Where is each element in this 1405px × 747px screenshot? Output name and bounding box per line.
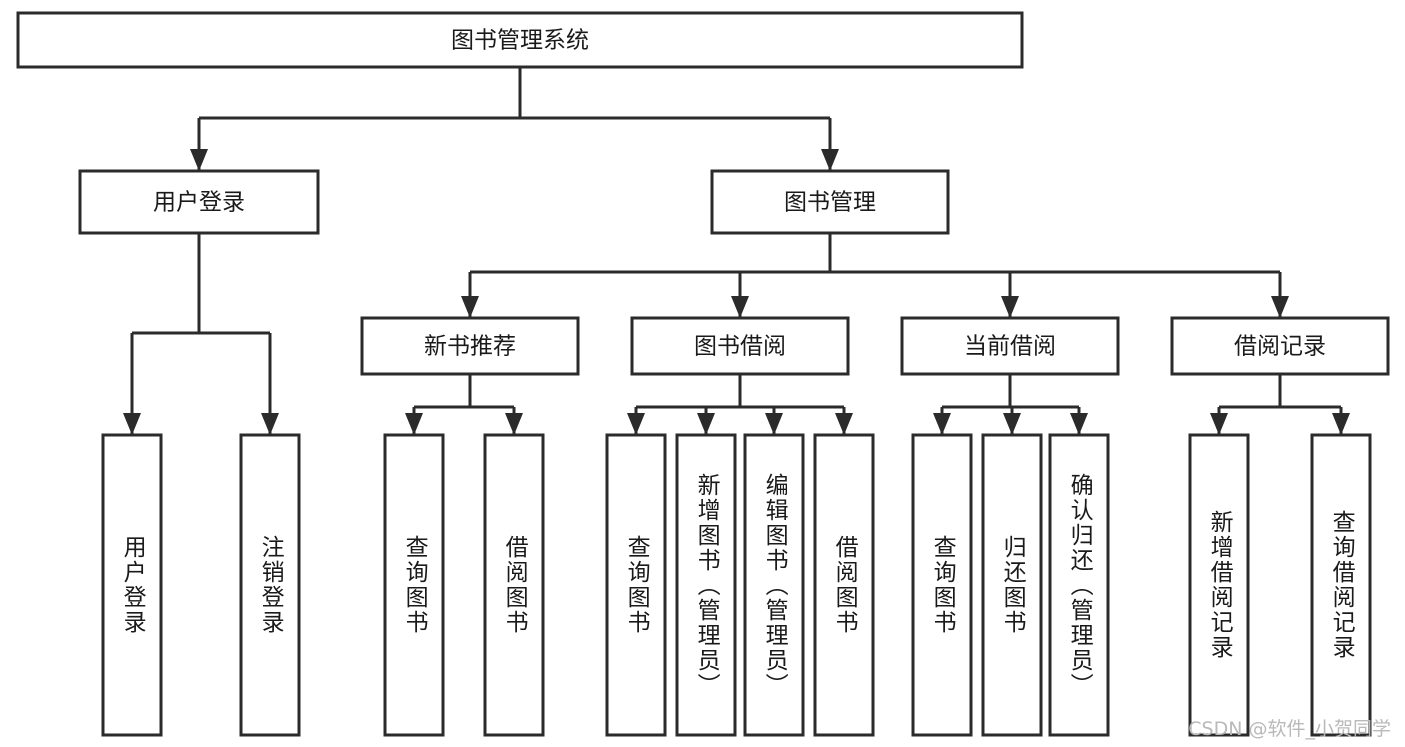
level1-node-label-图书管理: 图书管理 bbox=[784, 190, 876, 216]
arrow-head-leaf-1-2 bbox=[765, 413, 783, 435]
group-node-label-图书借阅: 图书借阅 bbox=[694, 334, 786, 360]
arrow-head-leaf-1-0 bbox=[627, 413, 645, 435]
leaf-node-box-注销登录-u1[interactable] bbox=[239, 433, 301, 737]
arrow-head-leaf-2-0 bbox=[933, 413, 951, 435]
leaf-node-box-查询图书-00[interactable] bbox=[383, 433, 445, 737]
group-node-label-新书推荐: 新书推荐 bbox=[424, 334, 516, 360]
level1-node-box-用户登录[interactable] bbox=[78, 169, 320, 235]
leaf-node-box-查询图书-20[interactable] bbox=[911, 433, 973, 737]
arrow-head-leaf-2-1 bbox=[1003, 413, 1021, 435]
leaf-node-box-新增借阅记录-30[interactable] bbox=[1188, 433, 1250, 737]
group-node-box-新书推荐[interactable] bbox=[360, 316, 580, 376]
arrow-head-leaf-1-1 bbox=[697, 413, 715, 435]
arrow-head-leaf-3-1 bbox=[1332, 413, 1350, 435]
arrow-head-group-0 bbox=[461, 296, 479, 318]
arrow-head-group-1 bbox=[731, 296, 749, 318]
arrow-head-leaf-0-0 bbox=[405, 413, 423, 435]
root-node-label: 图书管理系统 bbox=[451, 28, 589, 54]
group-node-box-借阅记录[interactable] bbox=[1170, 316, 1390, 376]
arrow-head-level1-0 bbox=[190, 149, 208, 171]
leaf-node-box-借阅图书-01[interactable] bbox=[483, 433, 545, 737]
leaf-node-box-借阅图书-13[interactable] bbox=[813, 433, 875, 737]
arrow-head-leaf-2-2 bbox=[1070, 413, 1088, 435]
arrow-head-group-2 bbox=[1001, 296, 1019, 318]
leaf-node-box-确认归还管理员-22[interactable] bbox=[1048, 433, 1110, 737]
group-node-label-借阅记录: 借阅记录 bbox=[1234, 334, 1326, 360]
arrow-head-userlogin-leaf-1 bbox=[261, 413, 279, 435]
arrow-head-leaf-0-1 bbox=[505, 413, 523, 435]
arrow-head-leaf-1-3 bbox=[835, 413, 853, 435]
leaf-node-box-查询图书-10[interactable] bbox=[605, 433, 667, 737]
leaf-node-box-编辑图书管理员-12[interactable] bbox=[743, 433, 805, 737]
arrow-head-leaf-3-0 bbox=[1210, 413, 1228, 435]
leaf-node-box-新增图书管理员-11[interactable] bbox=[675, 433, 737, 737]
leaf-node-box-归还图书-21[interactable] bbox=[981, 433, 1043, 737]
leaf-node-box-查询借阅记录-31[interactable] bbox=[1310, 433, 1372, 737]
leaf-node-box-用户登录-u0[interactable] bbox=[101, 433, 163, 737]
root-node-box[interactable] bbox=[16, 11, 1024, 69]
group-node-label-当前借阅: 当前借阅 bbox=[964, 334, 1056, 360]
arrow-head-level1-1 bbox=[821, 149, 839, 171]
level1-node-box-图书管理[interactable] bbox=[710, 169, 950, 235]
level1-node-label-用户登录: 用户登录 bbox=[153, 190, 245, 216]
group-node-box-当前借阅[interactable] bbox=[900, 316, 1120, 376]
arrow-head-userlogin-leaf-0 bbox=[123, 413, 141, 435]
arrow-head-group-3 bbox=[1271, 296, 1289, 318]
group-node-box-图书借阅[interactable] bbox=[630, 316, 850, 376]
